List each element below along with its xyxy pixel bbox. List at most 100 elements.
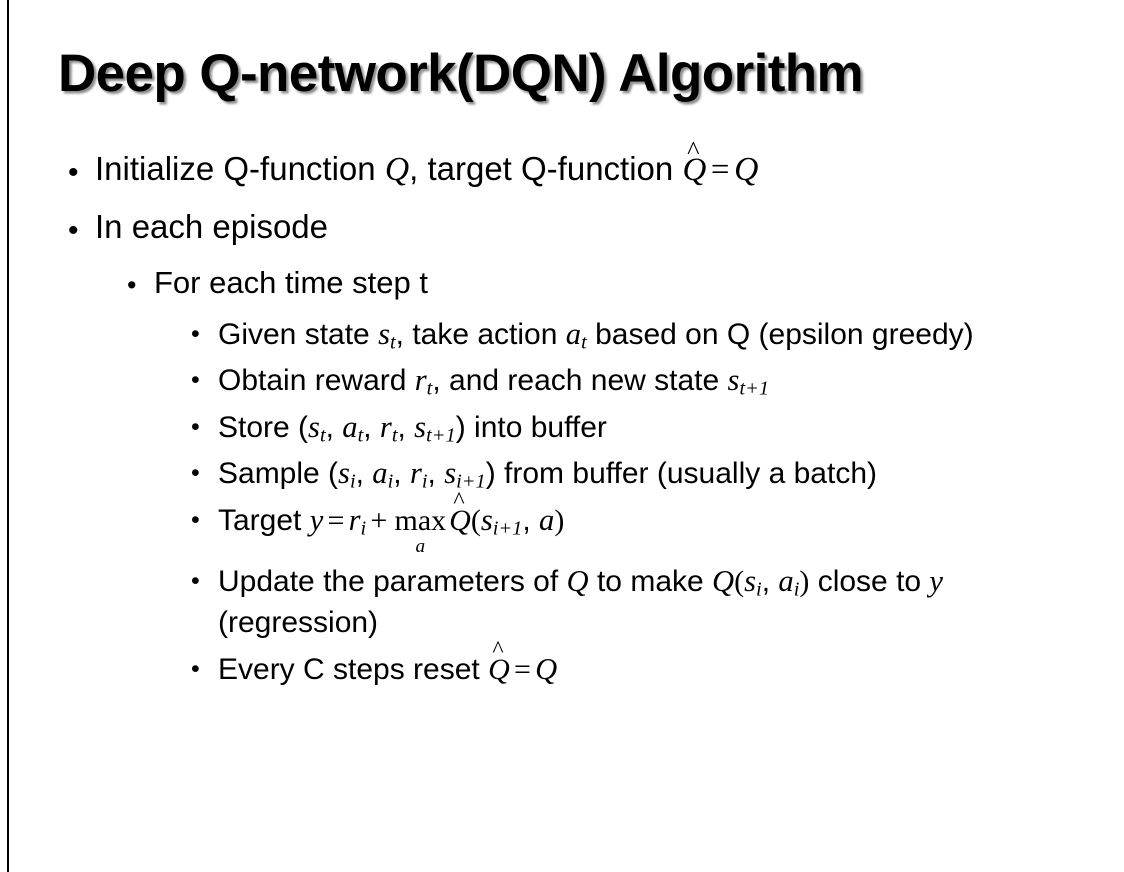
math-subscript: i	[793, 578, 800, 601]
text-run: , take action	[395, 318, 566, 352]
math-subscript: t	[581, 331, 587, 354]
math-subscript: i	[421, 470, 428, 493]
list-item-text: Every C steps reset ^Q=Q	[218, 638, 1124, 690]
text-run: (regression)	[218, 606, 379, 640]
bullet-icon: •	[191, 412, 200, 441]
list-item-given-state: • Given state st, take action at based o…	[0, 313, 1124, 355]
math-var-q: Q	[712, 563, 735, 598]
math-subscript: i	[349, 470, 356, 493]
text-run: Sample (	[218, 457, 339, 491]
math-paren-close: )	[799, 564, 810, 598]
text-run: ,	[522, 503, 540, 537]
text-run: ,	[761, 564, 779, 598]
text-run: ,	[427, 457, 445, 491]
math-var-s: s	[744, 563, 757, 598]
slide-left-border	[7, 0, 9, 872]
text-run: ,	[355, 457, 373, 491]
list-item-text: Update the parameters of Q to make Q(si,…	[218, 560, 1124, 644]
math-subscript: i+1	[492, 517, 523, 540]
text-run: to make	[588, 564, 713, 598]
bullet-icon: •	[191, 459, 200, 488]
math-var-s: s	[414, 409, 427, 444]
text-run: Update the parameters of	[218, 564, 567, 598]
list-item-text: In each episode	[95, 207, 329, 245]
math-subscript: t	[391, 424, 398, 447]
math-equals: =	[710, 152, 730, 188]
hat-accent: ^	[687, 134, 700, 165]
text-run: ,	[325, 410, 343, 444]
list-item-text: Sample (si, ai, ri, si+1) from buffer (u…	[218, 452, 1124, 494]
math-var-y: y	[929, 563, 944, 598]
list-item-obtain-reward: • Obtain reward rt, and reach new state …	[0, 359, 1124, 401]
text-run: Target	[218, 503, 310, 537]
math-var-r: r	[409, 456, 422, 491]
list-item-text: Initialize Q-function Q, target Q-functi…	[95, 136, 1124, 192]
math-var-a: a	[565, 317, 582, 352]
bullet-icon: •	[127, 269, 137, 300]
list-item-for-each-time-step: • For each time step t	[0, 263, 1124, 303]
math-var-a: a	[372, 456, 388, 491]
text-run: , and reach new state	[432, 364, 728, 398]
math-var-q: Q	[384, 151, 410, 188]
text-run: based on Q (epsilon greedy)	[586, 318, 974, 352]
math-var-r: r	[379, 409, 392, 444]
math-q-hat: ^Q	[682, 136, 706, 192]
math-subscript: i	[360, 517, 367, 540]
math-subscript: i+1	[456, 470, 486, 493]
math-var-a: a	[778, 563, 794, 598]
math-var: Q	[449, 503, 471, 537]
bullet-icon: •	[68, 156, 79, 189]
math-subscript: t	[319, 424, 326, 447]
bullet-list: • Initialize Q-function Q, target Q-func…	[0, 136, 1124, 694]
math-var-s: s	[338, 456, 350, 491]
math-paren-open: (	[470, 503, 481, 537]
hat-accent: ^	[453, 487, 465, 514]
math-var-a: a	[342, 409, 358, 444]
text-run: Given state	[218, 318, 379, 352]
math-subscript: t+1	[426, 424, 456, 447]
list-item-sample-from-buffer: • Sample (si, ai, ri, si+1) from buffer …	[0, 452, 1124, 494]
list-item-in-each-episode: • In each episode	[0, 206, 1124, 249]
math-equals: =	[327, 503, 345, 537]
math-var: Q	[488, 652, 510, 686]
math-paren-open: (	[734, 564, 745, 598]
text-run: , target Q-function	[409, 150, 683, 187]
math-var-q: Q	[535, 651, 558, 686]
list-item-text: Obtain reward rt, and reach new state st…	[218, 359, 1124, 401]
math-var-s: s	[727, 363, 740, 398]
list-item-initialize: • Initialize Q-function Q, target Q-func…	[0, 136, 1124, 192]
text-run: ,	[363, 410, 380, 444]
text-run: Initialize Q-function	[95, 150, 385, 187]
math-plus: +	[370, 503, 388, 537]
text-run: Every C steps reset	[218, 652, 489, 686]
math-var-r: r	[414, 363, 427, 398]
math-max-label: max	[394, 503, 447, 537]
bullet-icon: •	[191, 366, 200, 395]
list-item-store-into-buffer: • Store (st, at, rt, st+1) into buffer	[0, 406, 1124, 448]
bullet-icon: •	[68, 213, 79, 247]
list-item-text: Given state st, take action at based on …	[218, 313, 1124, 355]
math-subscript: t	[426, 377, 433, 400]
math-subscript: t	[357, 424, 364, 447]
math-var-s: s	[444, 456, 457, 491]
math-paren-close: )	[554, 503, 565, 537]
text-run: ) from buffer (usually a batch)	[485, 457, 877, 491]
bullet-icon: •	[191, 320, 200, 349]
math-equals: =	[513, 652, 531, 686]
math-var-a: a	[539, 502, 555, 537]
math-q-hat: ^Q	[449, 489, 471, 541]
math-max-subscript: a	[415, 535, 426, 557]
math-subscript: t+1	[739, 377, 770, 400]
math-var-s: s	[480, 502, 493, 537]
text-run: ,	[393, 457, 410, 491]
math-subscript: t	[389, 331, 396, 354]
text-run: close to	[809, 564, 930, 598]
math-subscript: i	[387, 470, 394, 493]
bullet-icon: •	[191, 566, 200, 595]
math-var-q: Q	[566, 563, 589, 598]
list-item-update-parameters: • Update the parameters of Q to make Q(s…	[0, 560, 1124, 644]
text-run: ) into buffer	[455, 410, 607, 444]
hat-accent: ^	[492, 636, 504, 663]
